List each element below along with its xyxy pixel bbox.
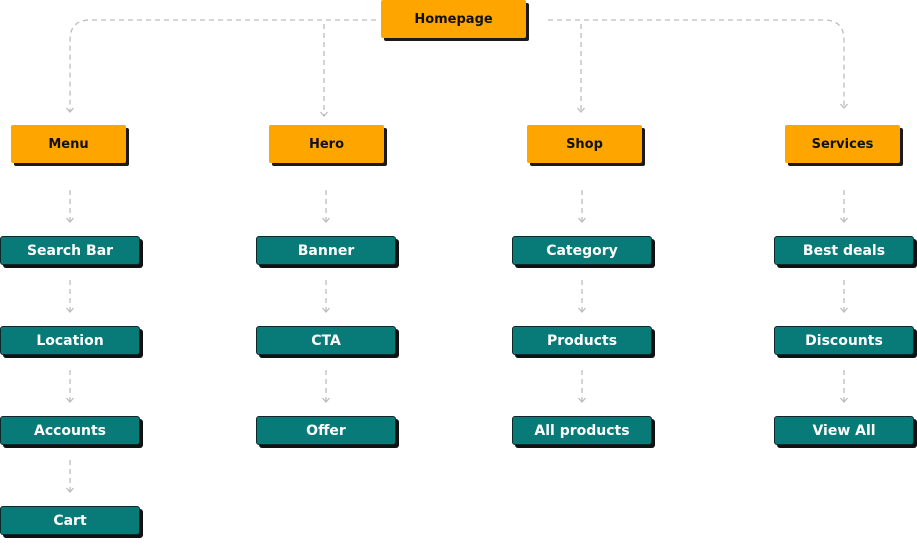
- homepage-node[interactable]: Homepage: [381, 0, 526, 38]
- arrowhead-hero: [320, 111, 328, 117]
- arrowhead-col3-start: [840, 217, 848, 223]
- products-node[interactable]: Products: [512, 326, 652, 355]
- arrowhead-col0-0: [66, 307, 74, 313]
- offer-node[interactable]: Offer: [256, 416, 396, 445]
- arrowhead-col1-1: [322, 397, 330, 403]
- arrowhead-col1-0: [322, 307, 330, 313]
- shop-node[interactable]: Shop: [527, 125, 642, 163]
- arrowhead-col0-start: [66, 217, 74, 223]
- best-deals-node[interactable]: Best deals: [774, 236, 914, 265]
- banner-node[interactable]: Banner: [256, 236, 396, 265]
- discounts-node[interactable]: Discounts: [774, 326, 914, 355]
- arrowhead-menu: [66, 107, 74, 113]
- view-all-node[interactable]: View All: [774, 416, 914, 445]
- arrowhead-col3-0: [840, 307, 848, 313]
- category-node[interactable]: Category: [512, 236, 652, 265]
- cta-node[interactable]: CTA: [256, 326, 396, 355]
- arrowhead-col2-0: [578, 307, 586, 313]
- arrowhead-col3-1: [840, 397, 848, 403]
- cart-node[interactable]: Cart: [0, 506, 140, 535]
- arrowhead-col1-start: [322, 217, 330, 223]
- arrowhead-shop: [577, 107, 585, 113]
- location-node[interactable]: Location: [0, 326, 140, 355]
- arrowhead-col2-start: [578, 217, 586, 223]
- arrowhead-services: [840, 103, 848, 109]
- services-node[interactable]: Services: [785, 125, 900, 163]
- connector-root-services: [548, 19, 845, 108]
- arrowhead-col0-1: [66, 397, 74, 403]
- hero-node[interactable]: Hero: [269, 125, 384, 163]
- search-bar-node[interactable]: Search Bar: [0, 236, 140, 265]
- menu-node[interactable]: Menu: [11, 125, 126, 163]
- all-products-node[interactable]: All products: [512, 416, 652, 445]
- arrowhead-col2-1: [578, 397, 586, 403]
- arrowhead-col0-2: [66, 487, 74, 493]
- accounts-node[interactable]: Accounts: [0, 416, 140, 445]
- connector-root-menu: [69, 19, 376, 112]
